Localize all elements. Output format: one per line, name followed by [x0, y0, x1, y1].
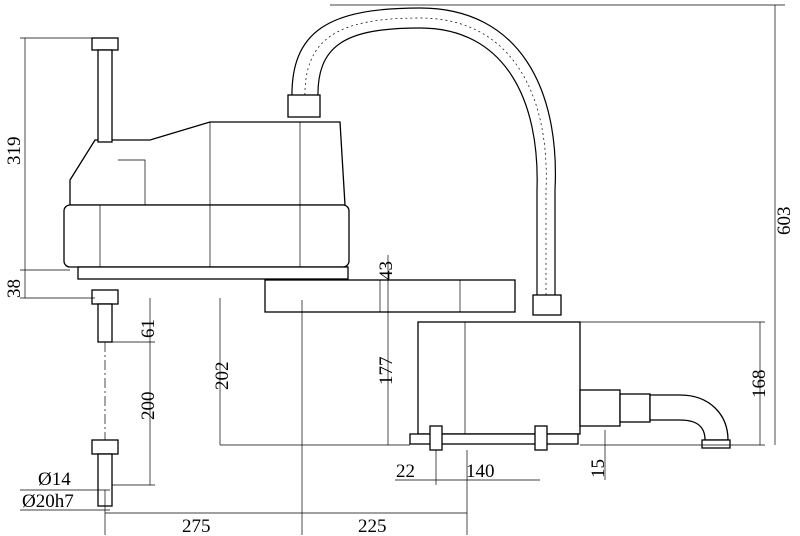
spline-shaft — [91, 37, 119, 507]
dim-base-height: 168 — [749, 370, 770, 399]
robot-base — [409, 321, 731, 451]
dim-stroke: 200 — [138, 392, 159, 421]
dim-arm2-length: 225 — [358, 516, 387, 536]
cable-loom — [287, 7, 562, 316]
dim-base-offset: 22 — [396, 461, 415, 482]
dim-shaft-dia: Ø14 — [38, 469, 71, 490]
dim-overall-height: 603 — [774, 207, 795, 236]
dim-tool-height: 202 — [212, 362, 233, 391]
dim-bore-dia: Ø20h7 — [22, 491, 74, 512]
dimension-lines — [20, 4, 785, 535]
dim-shaft-flange: 38 — [4, 279, 25, 298]
arm-body — [63, 121, 350, 280]
dim-arm1-length: 275 — [182, 516, 211, 536]
dim-base-plate: 15 — [588, 459, 609, 478]
dim-shaft-lower: 61 — [138, 319, 159, 338]
dim-arm-offset: 43 — [376, 261, 397, 280]
second-arm — [264, 279, 516, 313]
dim-shaft-top: 319 — [4, 137, 25, 166]
dim-arm-to-base: 177 — [376, 357, 397, 386]
dim-base-hole-pitch: 140 — [466, 461, 495, 482]
